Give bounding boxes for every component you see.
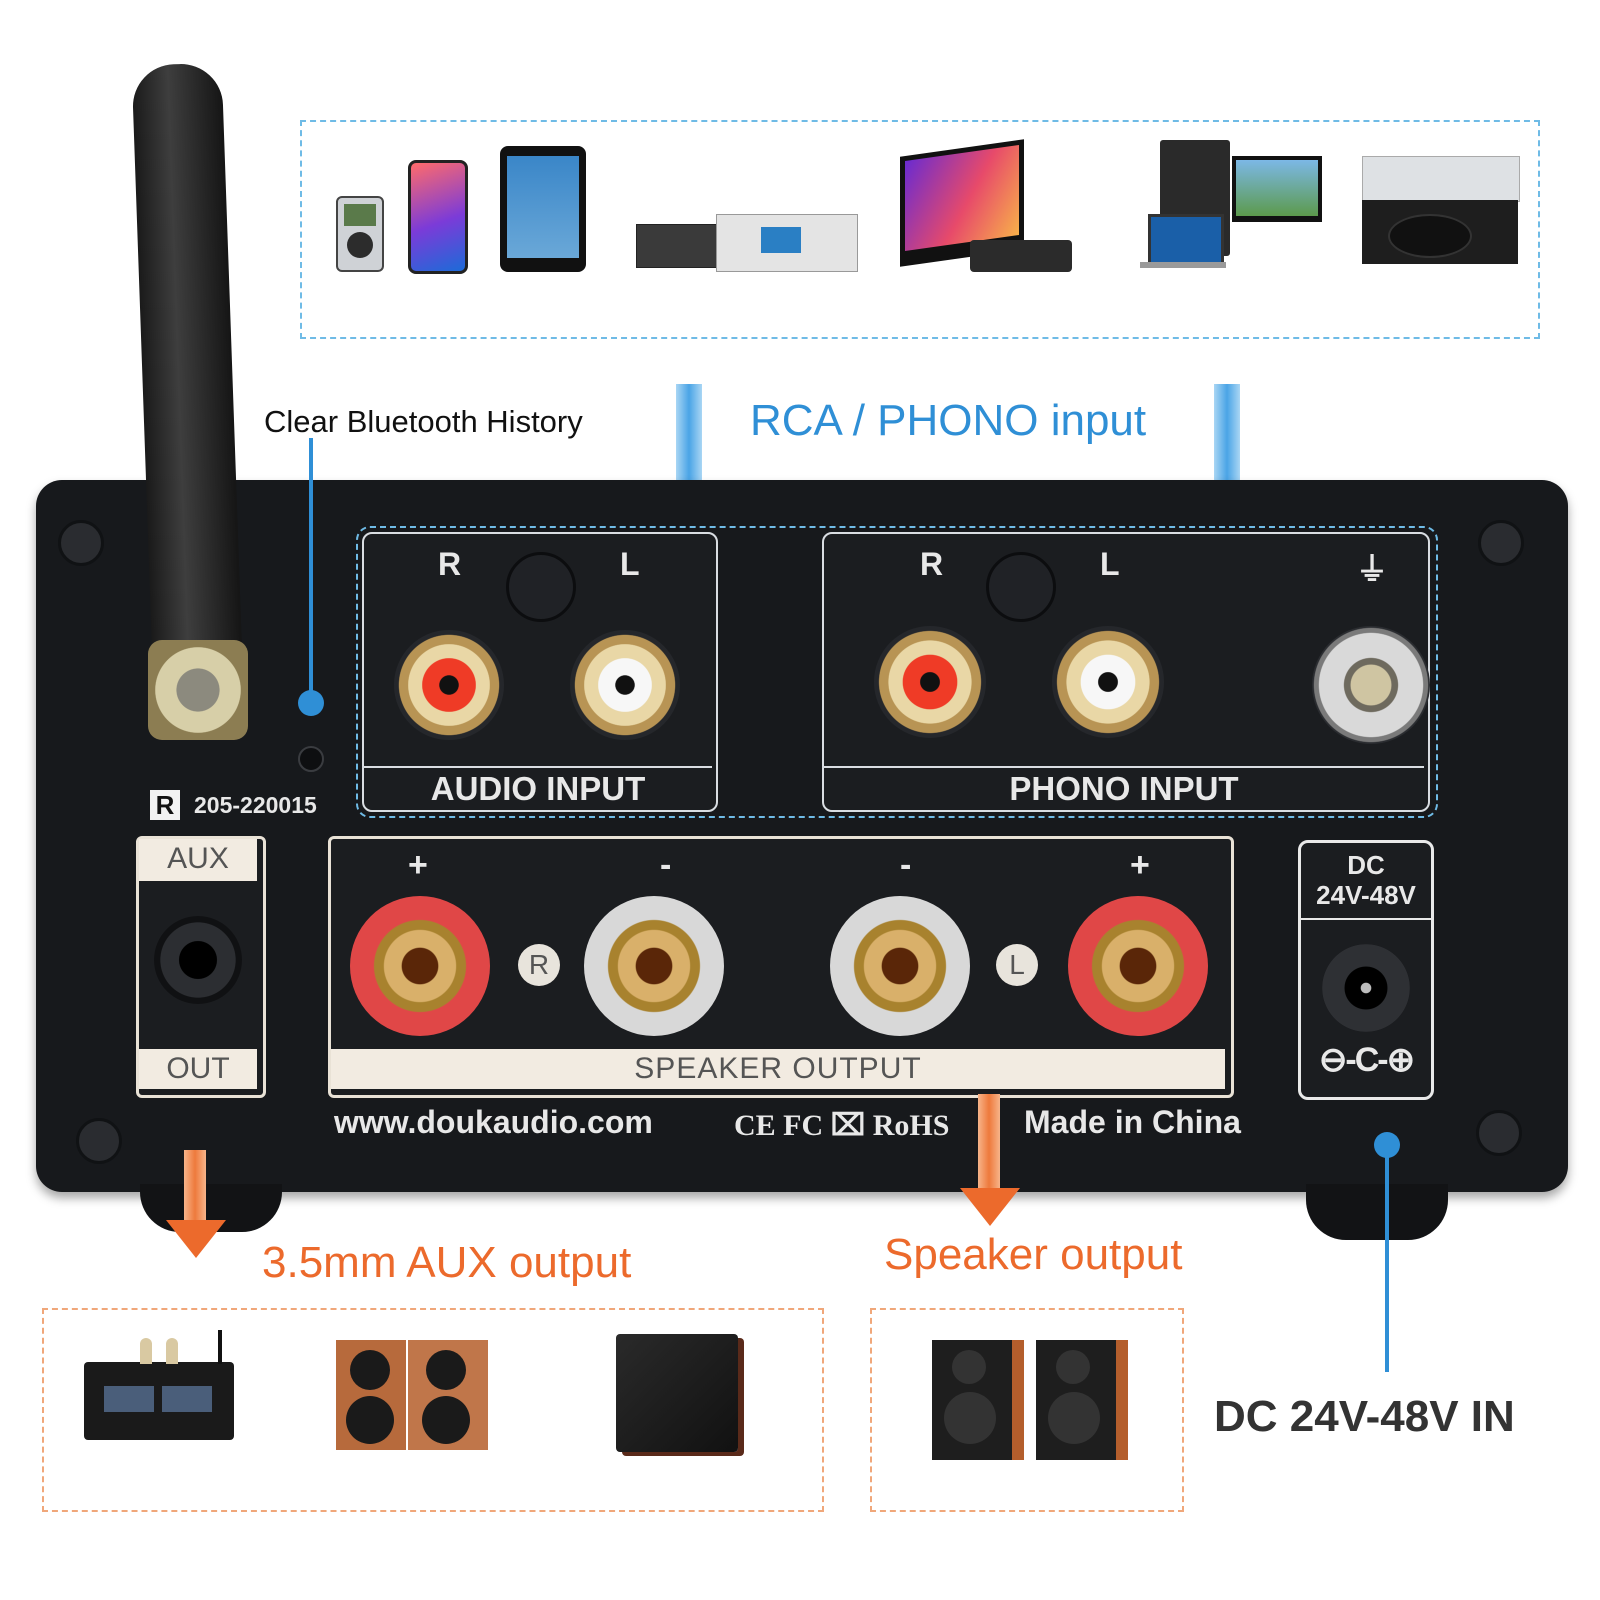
arrow-down-icon — [676, 384, 702, 484]
audio-input-left-rca-jack[interactable] — [570, 630, 680, 740]
polarity-icon: ⊖-C-⊕ — [1318, 1041, 1415, 1079]
arrow-down-icon — [960, 1188, 1020, 1226]
right-channel-badge: R — [518, 944, 560, 986]
laptop-image — [1140, 214, 1226, 270]
input-group-highlight — [356, 526, 1438, 818]
made-in-china-text: Made in China — [1024, 1104, 1241, 1140]
divider-line — [364, 766, 712, 768]
audio-streamer-image — [636, 214, 858, 272]
audio-input-label: AUDIO INPUT — [430, 770, 646, 807]
subwoofer-image — [616, 1334, 738, 1452]
phono-input-r-label: R — [920, 546, 944, 582]
aux-label-band — [139, 839, 257, 881]
right-negative-label: - — [660, 846, 672, 884]
divider-line — [824, 766, 1424, 768]
smartphone-image — [408, 160, 468, 274]
ground-icon: ⏚ — [1356, 551, 1389, 587]
screw-icon — [1476, 1110, 1522, 1156]
turntable-image — [1362, 156, 1520, 268]
divider-line — [1301, 918, 1431, 920]
certification-r-mark: R — [150, 790, 180, 820]
clear-bluetooth-history-label: Clear Bluetooth History — [264, 404, 583, 439]
out-label: OUT — [166, 1052, 230, 1085]
ipod-image — [336, 196, 384, 272]
left-negative-label: - — [900, 846, 912, 884]
right-positive-binding-post[interactable] — [350, 896, 490, 1036]
left-positive-binding-post[interactable] — [1068, 896, 1208, 1036]
aux-output-devices-box — [42, 1308, 824, 1512]
screw-icon — [58, 520, 104, 566]
rca-phono-input-label: RCA / PHONO input — [750, 396, 1147, 445]
phono-input-left-rca-jack[interactable] — [1052, 626, 1164, 738]
input-sources-box — [300, 120, 1540, 339]
dc-input-section — [1298, 840, 1434, 1100]
audio-input-r-label: R — [438, 546, 462, 582]
bluetooth-reset-button[interactable] — [298, 746, 324, 772]
speaker-pair-image — [932, 1340, 1128, 1462]
screw-icon — [1478, 520, 1524, 566]
antenna-connector — [148, 640, 248, 740]
audio-input-right-rca-jack[interactable] — [394, 630, 504, 740]
callout-line — [1385, 1150, 1389, 1372]
dc-input-callout: DC 24V-48V IN — [1214, 1392, 1515, 1441]
aux-output-callout: 3.5mm AUX output — [262, 1238, 632, 1287]
arrow-down-icon — [1214, 384, 1240, 484]
phono-input-right-rca-jack[interactable] — [874, 626, 986, 738]
tv-box-image — [970, 240, 1072, 272]
screw-icon — [506, 552, 576, 622]
ground-terminal-knob[interactable] — [1312, 626, 1430, 744]
tube-preamp-image — [84, 1330, 240, 1442]
right-positive-label: + — [408, 846, 428, 884]
bookshelf-speakers-image — [336, 1340, 492, 1452]
monitor-image — [1232, 156, 1322, 222]
left-negative-binding-post[interactable] — [830, 896, 970, 1036]
website-text: www.doukaudio.com — [334, 1104, 653, 1140]
certification-code: 205-220015 — [194, 792, 317, 818]
certification-marks: CE FC ⌧ RoHS — [734, 1109, 950, 1142]
right-negative-binding-post[interactable] — [584, 896, 724, 1036]
phono-input-l-label: L — [1100, 546, 1120, 582]
callout-dot-icon — [298, 690, 324, 716]
out-label-band — [139, 1049, 257, 1089]
speaker-output-label-band — [331, 1049, 1225, 1089]
tablet-image — [500, 146, 586, 272]
arrow-down-icon — [978, 1094, 1000, 1190]
dc-label: DC — [1347, 850, 1385, 880]
aux-output-jack[interactable] — [154, 916, 242, 1004]
left-positive-label: + — [1130, 846, 1150, 884]
dc-voltage-label: 24V-48V — [1316, 880, 1416, 910]
screw-icon — [986, 552, 1056, 622]
audio-input-l-label: L — [620, 546, 640, 582]
screw-icon — [76, 1118, 122, 1164]
arrow-down-icon — [166, 1220, 226, 1258]
dc-power-jack[interactable] — [1322, 944, 1410, 1032]
speaker-output-panel-label: SPEAKER OUTPUT — [634, 1052, 922, 1085]
arrow-down-icon — [184, 1150, 206, 1222]
speaker-output-devices-box — [870, 1308, 1184, 1512]
left-channel-badge: L — [996, 944, 1038, 986]
aux-label: AUX — [167, 842, 229, 875]
phono-input-label: PHONO INPUT — [1009, 770, 1239, 807]
callout-line — [309, 438, 313, 700]
rubber-foot — [1306, 1184, 1448, 1240]
speaker-output-callout: Speaker output — [884, 1230, 1183, 1279]
